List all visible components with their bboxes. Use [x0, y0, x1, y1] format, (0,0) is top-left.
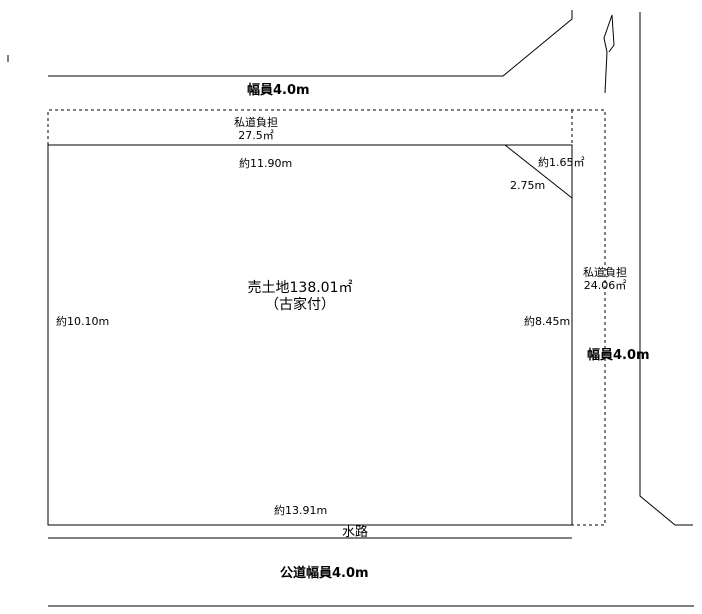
corner-cut-length: 2.75m [510, 179, 546, 192]
corner-cut-line [504, 144, 573, 199]
north-arrow-icon [603, 14, 615, 94]
lot-title: 売土地138.01㎡ [247, 280, 353, 296]
waterway-label: 水路 [342, 525, 369, 540]
lot-left-dimension: 約10.10m [56, 315, 110, 328]
top-private-road-label: 私道負担 [234, 116, 278, 129]
right-road-edge-line [639, 12, 693, 526]
lot-subtitle: （古家付） [265, 297, 335, 313]
right-private-road-label: 私道負担 [583, 266, 627, 279]
public-road-width-label: 公道幅員4.0m [280, 566, 369, 581]
private-road-boundary [47, 109, 606, 526]
right-road-width-label: 幅員4.0m [587, 348, 650, 363]
lot-bottom-dimension: 約13.91m [274, 504, 328, 517]
right-private-road-area: 24.06㎡ [583, 279, 627, 292]
lot-top-dimension: 約11.90m [239, 157, 293, 170]
corner-cut-area: 約1.65㎡ [538, 156, 585, 169]
top-private-road-area: 27.5㎡ [238, 129, 274, 142]
lot-right-dimension: 約8.45m [524, 315, 571, 328]
lot-boundary [47, 144, 573, 526]
top-road-width-label: 幅員4.0m [247, 83, 310, 98]
top-road-edge-line [48, 10, 573, 77]
